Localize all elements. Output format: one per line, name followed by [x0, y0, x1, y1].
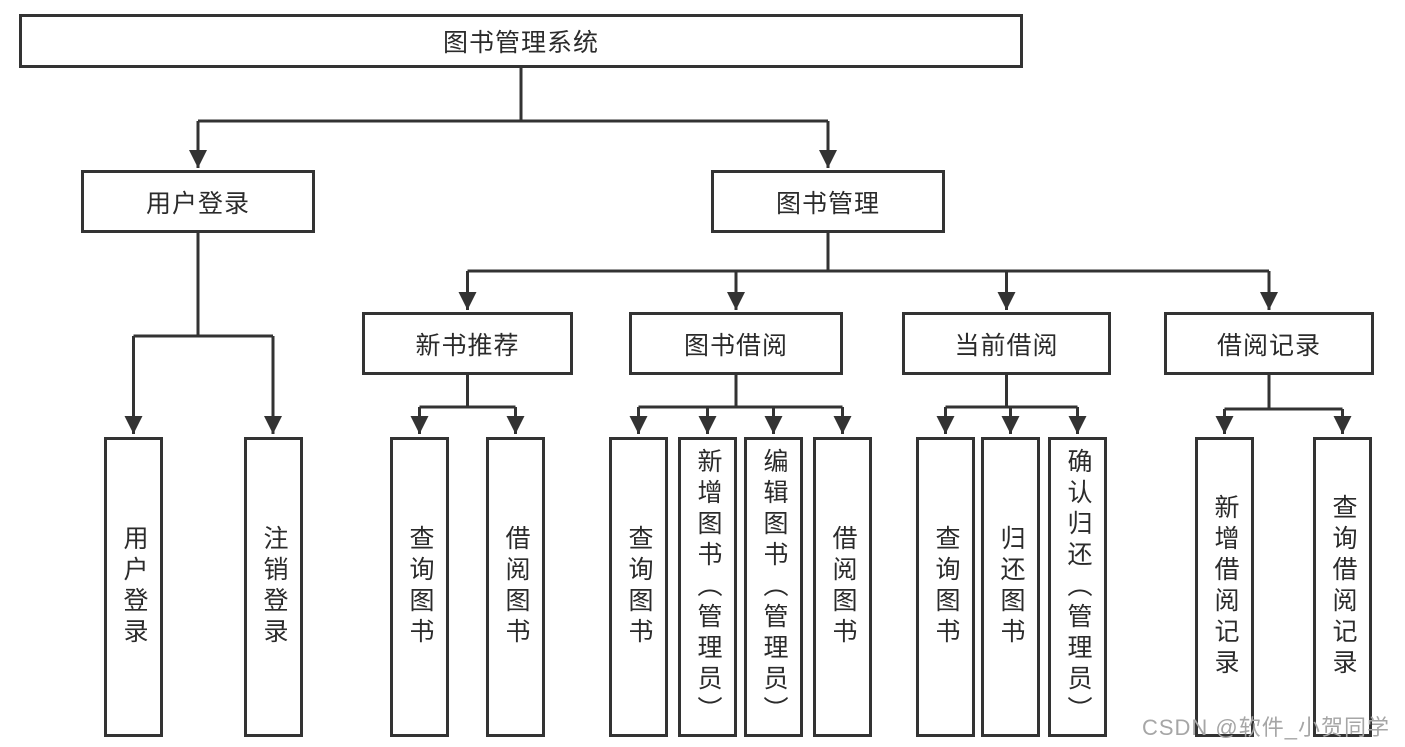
leaf-query-borrow-record: 查询借阅记录 [1313, 437, 1372, 737]
node-root: 图书管理系统 [19, 14, 1023, 68]
node-label: 图书管理 [775, 189, 880, 218]
node-label: 查询图书 [625, 525, 653, 649]
node-user-login: 用户登录 [81, 170, 315, 233]
node-label: 图书管理系统 [442, 29, 599, 57]
node-book-management: 图书管理 [711, 170, 945, 233]
node-label: 用户登录 [120, 525, 148, 649]
node-label: 注销登录 [260, 525, 288, 649]
leaf-confirm-return-admin: 确认归还（管理员） [1048, 437, 1107, 737]
node-current-borrow: 当前借阅 [902, 312, 1111, 375]
node-label: 归还图书 [997, 525, 1025, 649]
node-label: 查询借阅记录 [1329, 494, 1357, 680]
node-label: 图书借阅 [683, 331, 788, 360]
node-book-borrow: 图书借阅 [629, 312, 843, 375]
leaf-user-login: 用户登录 [104, 437, 163, 737]
node-label: 借阅图书 [829, 525, 857, 649]
leaf-borrow-books-recommend: 借阅图书 [486, 437, 545, 737]
node-label: 借阅图书 [502, 525, 530, 649]
leaf-return-book: 归还图书 [981, 437, 1040, 737]
node-label: 查询图书 [406, 525, 434, 649]
leaf-edit-book-admin: 编辑图书（管理员） [744, 437, 803, 737]
leaf-query-books-borrow: 查询图书 [609, 437, 668, 737]
node-label: 新增图书（管理员） [694, 447, 722, 727]
node-label: 借阅记录 [1216, 331, 1321, 360]
node-borrow-records: 借阅记录 [1164, 312, 1374, 375]
csdn-watermark: CSDN @软件_小贺同学 [1141, 715, 1390, 740]
node-label: 用户登录 [145, 189, 250, 218]
node-label: 确认归还（管理员） [1064, 447, 1092, 727]
node-label: 编辑图书（管理员） [760, 447, 788, 727]
leaf-query-books-recommend: 查询图书 [390, 437, 449, 737]
node-new-book-recommend: 新书推荐 [362, 312, 573, 375]
node-label: 当前借阅 [954, 331, 1059, 360]
leaf-add-borrow-record: 新增借阅记录 [1195, 437, 1254, 737]
leaf-query-books-current: 查询图书 [916, 437, 975, 737]
node-label: 查询图书 [932, 525, 960, 649]
leaf-logout: 注销登录 [244, 437, 303, 737]
leaf-add-book-admin: 新增图书（管理员） [678, 437, 737, 737]
node-label: 新书推荐 [415, 331, 520, 360]
node-label: 新增借阅记录 [1211, 494, 1239, 680]
leaf-borrow-books: 借阅图书 [813, 437, 872, 737]
